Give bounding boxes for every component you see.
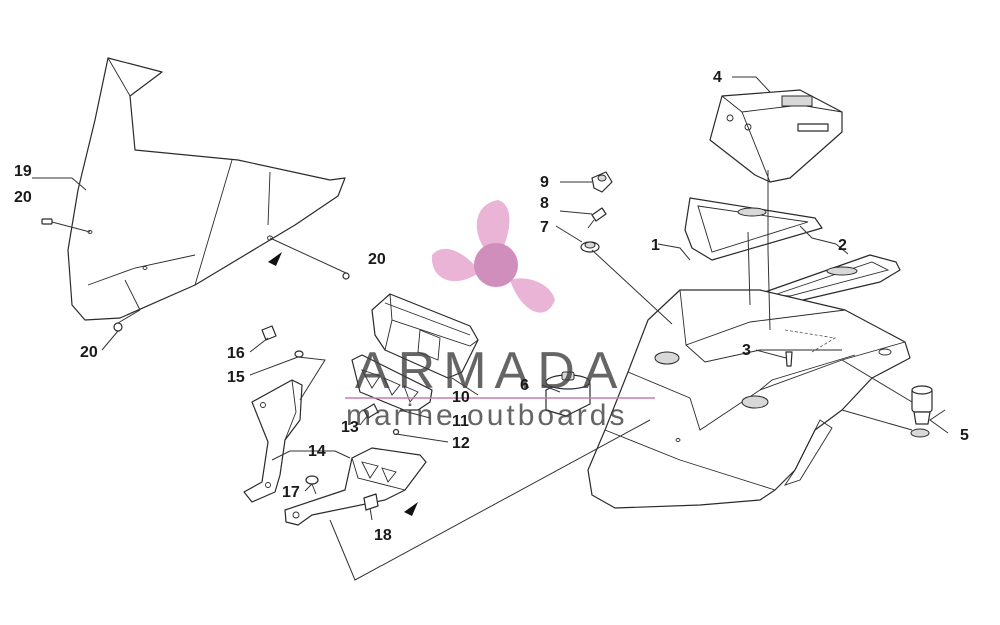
callout-8: 8 [540, 195, 549, 212]
callout-2: 2 [838, 237, 847, 254]
callout-14: 14 [308, 443, 326, 460]
direction-arrow-lower [404, 502, 418, 516]
console-body-part-1 [587, 289, 911, 509]
propeller-icon [431, 200, 555, 313]
callout-13: 13 [341, 419, 359, 436]
callout-19: 19 [14, 163, 32, 180]
callout-15: 15 [227, 369, 245, 386]
screw-part-20-right [269, 237, 350, 280]
callout-20-left: 20 [14, 189, 32, 206]
callout-11: 11 [452, 413, 469, 430]
key-part-8 [587, 207, 607, 229]
windshield-part-19 [67, 57, 346, 321]
instrument-cluster-part-10 [371, 293, 479, 379]
mounting-bracket-part-14 [243, 379, 427, 526]
callout-12: 12 [452, 435, 470, 452]
callout-7: 7 [540, 219, 549, 236]
cluster-bracket-part-11 [351, 354, 433, 411]
bolt-part-13 [363, 403, 379, 419]
callout-16: 16 [227, 345, 245, 362]
callout-6: 6 [520, 377, 529, 394]
ignition-switch-part-6 [545, 371, 591, 417]
callout-4: 4 [713, 69, 722, 86]
cap-part-9 [591, 171, 613, 193]
screw-part-20-left [41, 218, 91, 233]
storage-cover-part-4 [709, 89, 843, 183]
callout-20-right: 20 [368, 251, 386, 268]
callout-18: 18 [374, 527, 392, 544]
power-socket-part-5 [910, 385, 933, 438]
screw-part-20-bottom [113, 309, 141, 332]
callout-10: 10 [452, 389, 470, 406]
side-panel-part-2-upper [684, 197, 823, 261]
nut-part-18 [363, 493, 379, 511]
nut-part-7 [580, 241, 600, 253]
callout-labels: 1 2 3 4 5 6 7 8 9 10 11 12 13 14 15 16 1… [14, 69, 969, 544]
watermark-tagline: marine outboards [346, 399, 627, 432]
leader-lines [32, 76, 949, 581]
callout-3: 3 [742, 342, 751, 359]
watermark: ARMADA marine outboards [345, 200, 655, 432]
watermark-brand: ARMADA [355, 342, 625, 400]
nut-part-16 [261, 325, 277, 341]
direction-arrow [268, 252, 282, 266]
callout-20-bottom: 20 [80, 344, 98, 361]
callout-1: 1 [651, 237, 660, 254]
screw-part-17 [305, 475, 319, 495]
callout-9: 9 [540, 174, 549, 191]
callout-5: 5 [960, 427, 969, 444]
clip-part-3 [784, 329, 837, 367]
washer-part-15 [294, 350, 304, 358]
callout-17: 17 [282, 484, 300, 501]
